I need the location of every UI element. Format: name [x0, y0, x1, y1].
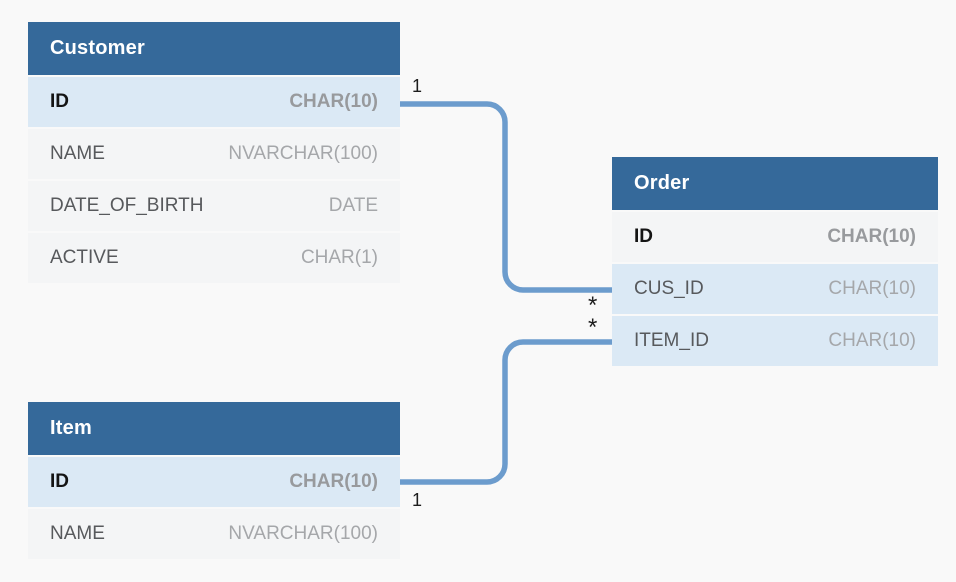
column-row-item-name[interactable]: NAME NVARCHAR(100) [28, 509, 400, 561]
column-type: CHAR(10) [828, 278, 916, 299]
column-type: DATE [328, 195, 378, 216]
column-row-customer-name[interactable]: NAME NVARCHAR(100) [28, 129, 400, 181]
entity-title-order[interactable]: Order [612, 157, 938, 212]
column-name: ITEM_ID [634, 330, 709, 351]
column-type: NVARCHAR(100) [228, 523, 378, 544]
column-name: ID [50, 471, 69, 492]
relationship-line-item-order[interactable] [400, 339, 613, 485]
column-name: ID [634, 226, 653, 247]
column-type: CHAR(10) [289, 471, 378, 492]
column-name: ACTIVE [50, 247, 119, 268]
entity-title-item[interactable]: Item [28, 402, 400, 457]
column-type: CHAR(10) [828, 330, 916, 351]
column-row-customer-date_of_birth[interactable]: DATE_OF_BIRTH DATE [28, 181, 400, 233]
column-row-order-id[interactable]: ID CHAR(10) [612, 212, 938, 264]
column-name: DATE_OF_BIRTH [50, 195, 204, 216]
column-name: CUS_ID [634, 278, 704, 299]
column-row-order-cus_id[interactable]: CUS_ID CHAR(10) [612, 264, 938, 316]
column-row-customer-id[interactable]: ID CHAR(10) [28, 77, 400, 129]
cardinality-label: * [588, 314, 598, 341]
column-type: CHAR(1) [300, 247, 378, 268]
column-name: NAME [50, 143, 105, 164]
cardinality-label: 1 [412, 490, 423, 510]
column-row-item-id[interactable]: ID CHAR(10) [28, 457, 400, 509]
cardinality-label: 1 [412, 76, 423, 96]
cardinality-label: * [588, 292, 598, 319]
column-name: ID [50, 91, 69, 112]
column-name: NAME [50, 523, 105, 544]
column-row-customer-active[interactable]: ACTIVE CHAR(1) [28, 233, 400, 285]
column-type: CHAR(10) [289, 91, 378, 112]
column-row-order-item_id[interactable]: ITEM_ID CHAR(10) [612, 316, 938, 368]
column-type: NVARCHAR(100) [228, 143, 378, 164]
relationship-line-customer-order[interactable] [400, 101, 613, 293]
entity-title-customer[interactable]: Customer [28, 22, 400, 77]
column-type: CHAR(10) [827, 226, 916, 247]
